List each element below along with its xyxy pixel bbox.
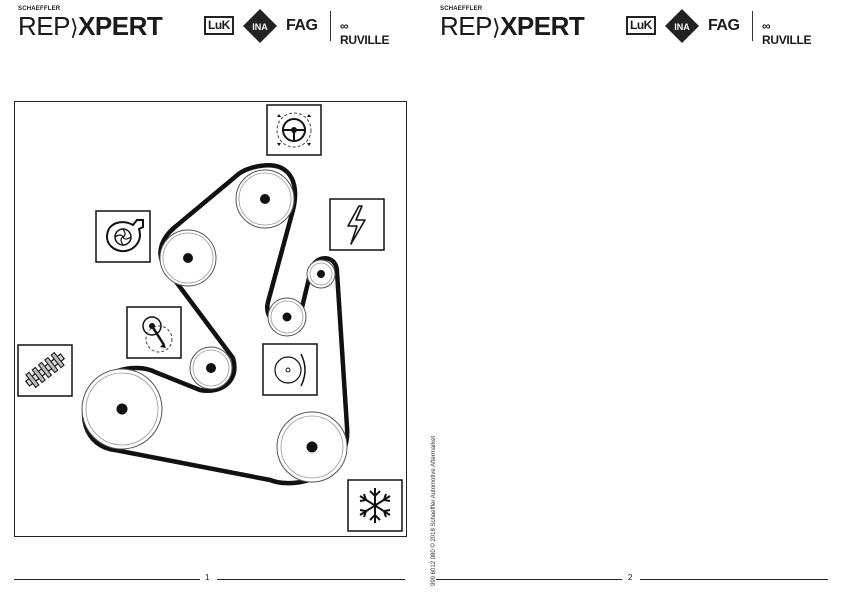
lower-idler-pulley [267, 297, 307, 337]
ruville-logo: ∞ RUVILLE [762, 19, 812, 47]
product-light: REP [18, 11, 70, 41]
luk-logo: LuK [204, 16, 234, 35]
fag-logo: FAG [708, 17, 740, 34]
snowflake-icon [347, 479, 403, 532]
footer-rule-right [217, 579, 405, 580]
lightning-icon [329, 198, 385, 251]
crankshaft-icon [17, 344, 73, 397]
ina-logo: INA [243, 9, 277, 43]
idler-icon [262, 343, 318, 396]
ruville-logo: ∞ RUVILLE [340, 19, 390, 47]
alternator-pulley [306, 259, 336, 289]
power-steering-pulley [235, 169, 295, 229]
ina-logo: INA [665, 9, 699, 43]
belt-diagram [14, 101, 407, 537]
luk-logo: LuK [626, 16, 656, 35]
document-code: 999 6012 080 © 2018 Schaeffler Automotiv… [431, 435, 437, 586]
footer-rule-right [640, 579, 828, 580]
logo-divider [752, 11, 753, 41]
water-pump-pulley [159, 229, 217, 287]
tensioner-icon [126, 306, 182, 359]
logo-divider [330, 11, 331, 41]
footer-rule-left [436, 579, 622, 580]
svg-text:INA: INA [252, 22, 268, 32]
crankshaft-pulley [81, 368, 163, 450]
product-light: REP [440, 11, 492, 41]
belt-routing-drawing [17, 104, 403, 532]
fag-logo: FAG [286, 17, 318, 34]
steering-wheel-icon [266, 104, 322, 156]
product-bold: XPERT [78, 11, 163, 41]
tensioner-pulley [189, 346, 233, 390]
ac-compressor-pulley [276, 411, 348, 483]
company-name: SCHAEFFLER [18, 6, 61, 12]
water-pump-icon [95, 210, 151, 263]
svg-text:INA: INA [674, 22, 690, 32]
footer-rule-left [14, 579, 200, 580]
page-number-1: 1 [205, 573, 210, 582]
page-number-2: 2 [628, 573, 633, 582]
product-bold: XPERT [500, 11, 585, 41]
company-name: SCHAEFFLER [440, 6, 483, 12]
